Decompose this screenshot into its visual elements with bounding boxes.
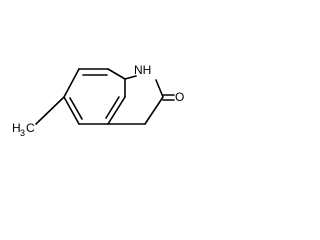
bond-c5-c4: [63, 96, 80, 125]
bond-c3a-c7a-inner: [105, 96, 120, 119]
bond-c2-c3: [144, 96, 164, 125]
bond-c7a-n1: [124, 75, 137, 80]
molecule-structure-diagram: NH O H 3 C: [12, 63, 184, 138]
bond-c3a-c7a: [107, 96, 126, 125]
atom-label-methyl-c: C: [26, 121, 35, 135]
atom-label-methyl-sub: 3: [20, 128, 25, 138]
bond-c5-c4-inner: [69, 97, 83, 120]
atom-label-o: O: [175, 90, 184, 104]
bond-c5-methyl: [35, 96, 65, 125]
bond-c6-c5: [63, 68, 80, 98]
atom-label-nh: NH: [134, 63, 151, 77]
bond-n1-c2: [155, 79, 164, 98]
bond-c7a-c7: [107, 68, 126, 80]
atom-label-methyl-h: H: [12, 121, 21, 135]
